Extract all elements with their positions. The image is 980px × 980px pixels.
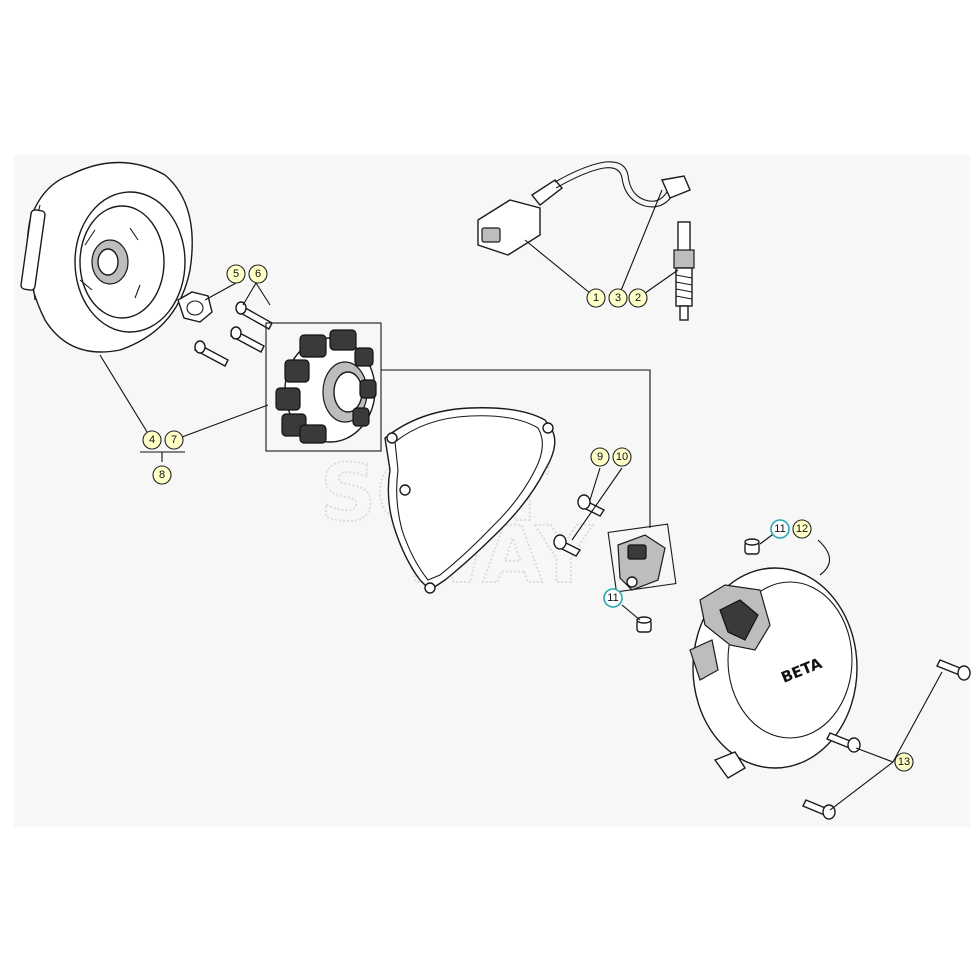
stator-frame [265,322,382,452]
svg-text:4: 4 [149,434,155,446]
svg-text:11: 11 [774,523,785,535]
pickup-frame [607,523,677,593]
svg-text:5: 5 [233,268,239,280]
callout-5[interactable]: 5 [226,264,246,284]
dowel-pins[interactable] [636,538,760,633]
svg-text:9: 9 [597,451,603,463]
svg-text:1: 1 [593,292,599,304]
callout-1[interactable]: 1 [586,288,606,308]
flywheel-rotor[interactable] [20,161,193,353]
callout-9[interactable]: 9 [590,447,610,467]
callout-3[interactable]: 3 [608,288,628,308]
svg-text:6: 6 [255,268,261,280]
svg-text:10: 10 [616,451,628,463]
svg-text:12: 12 [796,523,808,535]
pickup-sensor[interactable] [617,534,666,591]
svg-text:13: 13 [898,756,910,768]
callout-6[interactable]: 6 [248,264,268,284]
pickup-screws[interactable] [553,494,606,557]
callout-8[interactable]: 8 [152,465,172,485]
stator[interactable] [275,329,377,444]
callout-11-lower[interactable]: 11 [603,588,623,608]
svg-text:8: 8 [159,469,165,481]
cover-gasket[interactable] [384,407,556,594]
svg-text:2: 2 [635,292,641,304]
callout-2[interactable]: 2 [628,288,648,308]
cover-bolts[interactable] [802,659,971,820]
callout-7[interactable]: 7 [164,430,184,450]
callout-12[interactable]: 12 [792,519,812,539]
callout-11-upper[interactable]: 11 [770,519,790,539]
spark-plug[interactable] [673,221,695,321]
ignition-cover[interactable]: BETA [689,567,858,779]
stator-cable-line [381,369,651,528]
callout-4[interactable]: 4 [142,430,162,450]
callouts: 1 3 2 5 6 4 7 8 9 10 11 12 11 13 [142,264,914,772]
callout-13[interactable]: 13 [894,752,914,772]
nut-part[interactable] [177,291,213,323]
svg-text:7: 7 [171,434,177,446]
ignition-coil[interactable] [477,161,691,256]
svg-text:11: 11 [607,592,618,604]
callout-10[interactable]: 10 [612,447,632,467]
svg-text:3: 3 [615,292,621,304]
